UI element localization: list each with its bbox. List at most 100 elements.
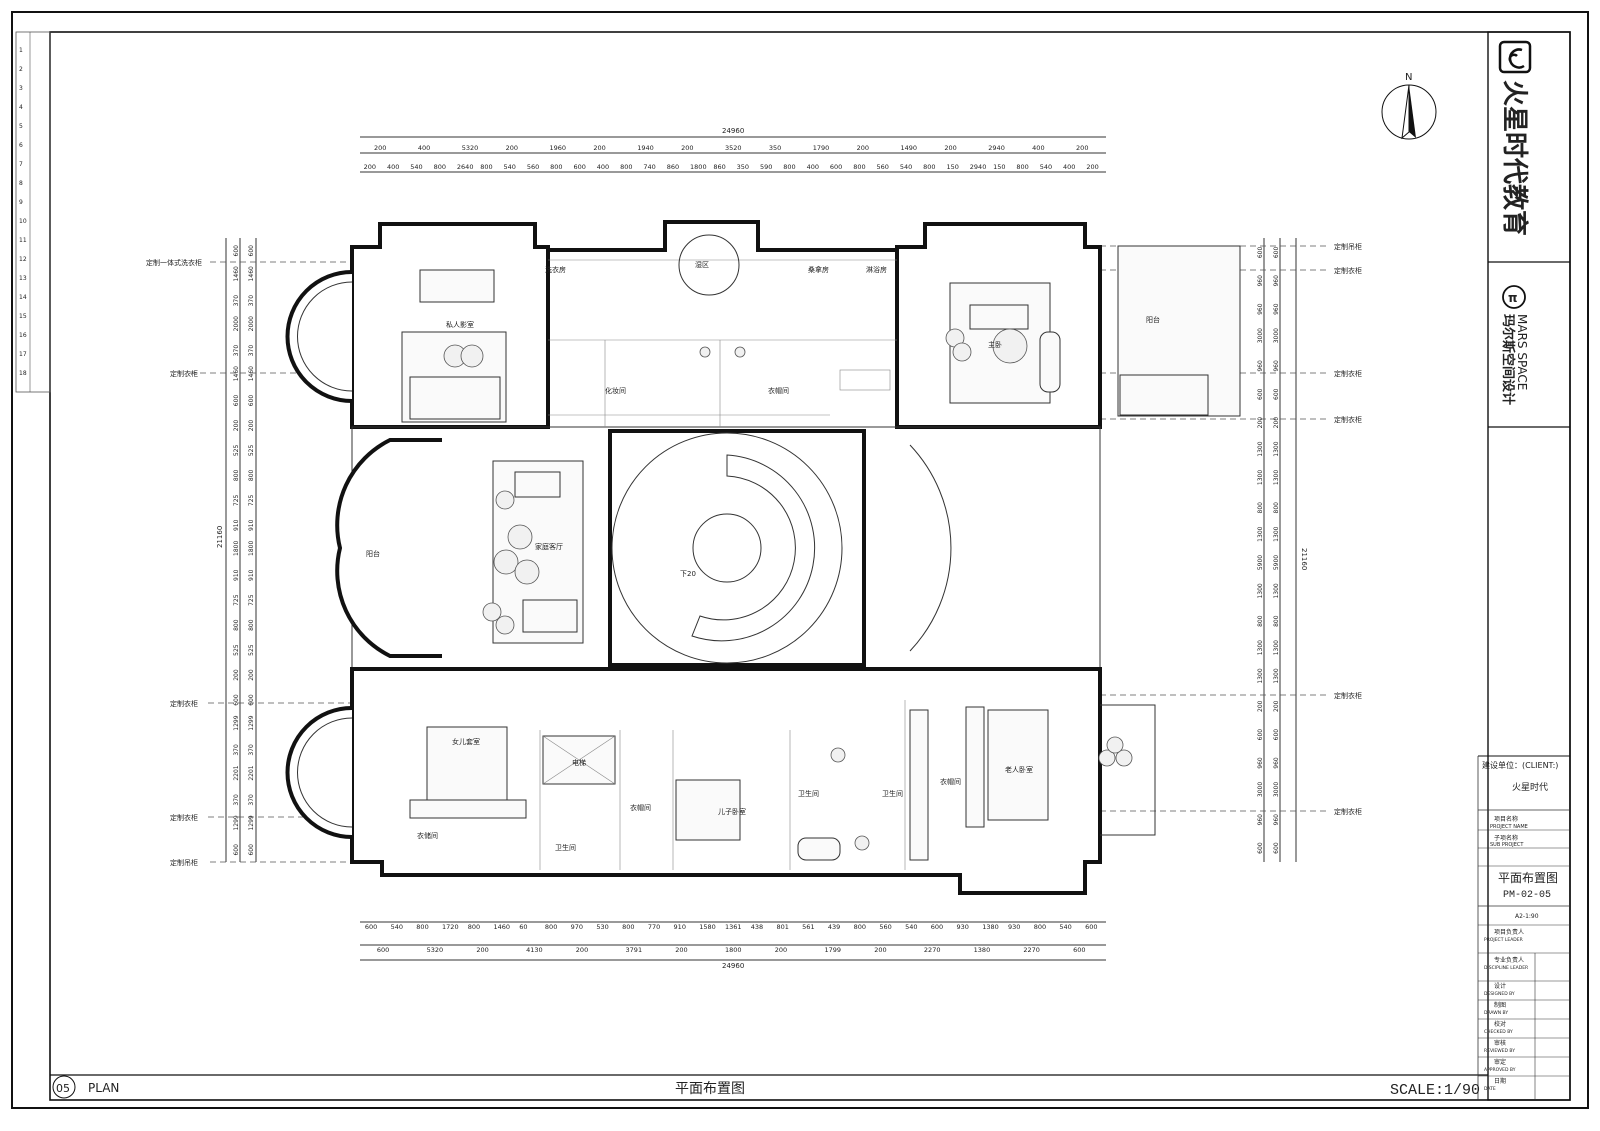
note-left: 定制一体式洗衣柜: [146, 258, 202, 267]
dim-top-row2: 740: [643, 163, 655, 171]
room-daughter: 女儿套室: [452, 737, 480, 746]
dim-top-row2: 590: [760, 163, 772, 171]
sign-label-en: REVIEWED BY: [1484, 1048, 1515, 1054]
dim-right-b: 3000: [1273, 782, 1280, 797]
dim-bottom-row1: 800: [622, 923, 634, 931]
margin-code: 6: [19, 142, 23, 149]
dim-top-row2: 800: [620, 163, 632, 171]
note-left: 定制衣柜: [170, 699, 198, 708]
dim-right-a: 200: [1257, 417, 1264, 429]
margin-code: 1: [19, 47, 23, 54]
dim-right-a: 800: [1257, 502, 1264, 514]
dim-bottom-row2: 200: [775, 946, 787, 954]
dim-top-row2: 150: [946, 163, 958, 171]
dim-top-row2: 800: [853, 163, 865, 171]
dim-right-a: 600: [1257, 388, 1264, 400]
dim-top-row2: 400: [807, 163, 819, 171]
dim-right-b: 600: [1273, 388, 1280, 400]
sign-label-en: CHECKED BY: [1484, 1029, 1513, 1035]
dim-left-b: 1299: [248, 815, 255, 830]
dim-right-a: 960: [1257, 275, 1264, 287]
dim-left-b: 1800: [248, 541, 255, 556]
room-closet-mid: 衣帽间: [768, 386, 789, 395]
dim-top-row1: 200: [944, 144, 956, 152]
dim-bottom-row1: 439: [828, 923, 840, 931]
dim-top-row2: 1800: [690, 163, 707, 171]
dim-right-a: 1300: [1257, 470, 1264, 485]
dim-right-a: 800: [1257, 615, 1264, 627]
dim-bottom-row1: 600: [1085, 923, 1097, 931]
drawing-number: PM-02-05: [1503, 890, 1551, 901]
dim-top-row2: 350: [737, 163, 749, 171]
dim-top-row2: 600: [573, 163, 585, 171]
dim-left-a: 370: [233, 744, 240, 756]
dim-bottom-row1: 800: [416, 923, 428, 931]
dim-right-b: 200: [1273, 700, 1280, 712]
dim-bottom-row1: 561: [802, 923, 814, 931]
stair-label: 下20: [680, 570, 696, 578]
dim-right-a: 1300: [1257, 583, 1264, 598]
dim-bottom-row1: 930: [957, 923, 969, 931]
dim-top-row2: 540: [900, 163, 912, 171]
dim-left-b: 600: [248, 694, 255, 706]
dim-left-a: 725: [233, 594, 240, 606]
dim-bottom-row2: 200: [675, 946, 687, 954]
dim-bottom-row1: 540: [391, 923, 403, 931]
sign-label-en: DISCIPLINE LEADER: [1484, 965, 1528, 971]
svg-text:π: π: [1508, 291, 1518, 305]
dim-left-b: 600: [248, 395, 255, 407]
dim-bottom-row2: 3791: [626, 946, 643, 954]
overall-dim-top: 24960: [722, 127, 744, 135]
sign-label-cn: 审定: [1494, 1058, 1506, 1066]
room-master-bed: 主卧: [988, 340, 1002, 349]
client-label: 建设单位：(CLIENT:): [1482, 760, 1558, 770]
dim-left-b: 2201: [248, 765, 255, 780]
dim-bottom-row2: 600: [1073, 946, 1085, 954]
firm-name-cn: 玛尔斯空间设计: [1500, 314, 1516, 405]
room-son: 儿子卧室: [718, 807, 746, 816]
dim-left-b: 370: [248, 295, 255, 307]
dim-left-a: 1460: [233, 266, 240, 281]
room-closet-child: 衣帽间: [630, 803, 651, 812]
dim-top-row1: 200: [374, 144, 386, 152]
dim-top-row2: 860: [713, 163, 725, 171]
room-shower: 淋浴房: [866, 265, 887, 274]
note-left: 定制吊柜: [170, 858, 198, 867]
margin-code: 15: [19, 313, 27, 320]
margin-code: 18: [19, 370, 27, 377]
dim-right-b: 3000: [1273, 328, 1280, 343]
dim-top-row1: 1940: [637, 144, 654, 152]
dim-bottom-row1: 800: [468, 923, 480, 931]
dim-bottom-row1: 1460: [493, 923, 510, 931]
dim-left-a: 600: [233, 694, 240, 706]
dim-left-a: 200: [233, 420, 240, 432]
dim-right-b: 1300: [1273, 441, 1280, 456]
margin-code: 17: [19, 351, 27, 358]
dim-top-row2: 800: [434, 163, 446, 171]
brand-logo: [1498, 40, 1532, 74]
dim-bottom-row1: 540: [905, 923, 917, 931]
dim-top-row1: 400: [1032, 144, 1044, 152]
dim-bottom-row1: 540: [1059, 923, 1071, 931]
north-label: N: [1405, 72, 1412, 83]
overall-dim-right: 21160: [1300, 548, 1308, 570]
note-right: 定制衣柜: [1334, 266, 1362, 275]
dim-top-row2: 400: [597, 163, 609, 171]
dim-left-b: 600: [248, 844, 255, 856]
margin-code: 11: [19, 237, 27, 244]
dim-left-a: 525: [233, 644, 240, 656]
dim-bottom-row2: 1799: [824, 946, 841, 954]
dim-left-b: 1460: [248, 266, 255, 281]
dim-left-b: 910: [248, 569, 255, 581]
margin-code: 8: [19, 180, 23, 187]
dim-left-a: 525: [233, 445, 240, 457]
dim-left-b: 525: [248, 445, 255, 457]
dim-top-row2: 560: [877, 163, 889, 171]
dim-bottom-row2: 600: [377, 946, 389, 954]
dim-top-row2: 600: [830, 163, 842, 171]
dim-bottom-row2: 200: [476, 946, 488, 954]
dim-top-row1: 350: [769, 144, 781, 152]
dim-right-a: 1300: [1257, 640, 1264, 655]
dim-right-b: 600: [1273, 842, 1280, 854]
bay-windows: [285, 270, 1156, 839]
